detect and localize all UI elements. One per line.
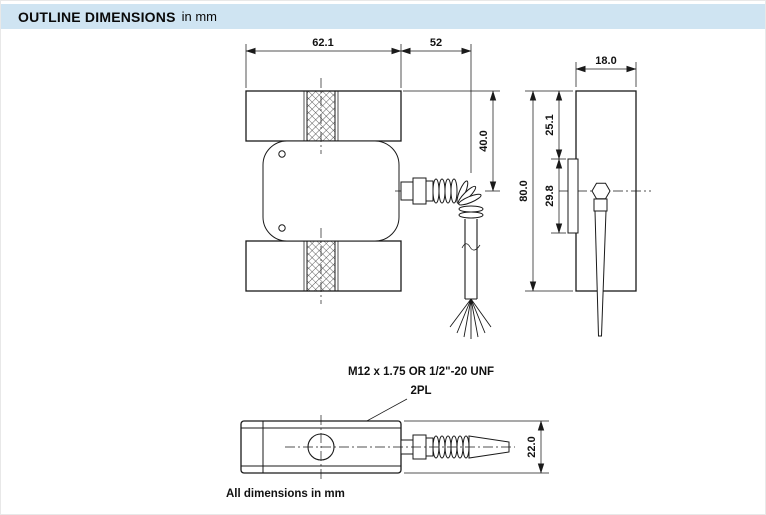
side-view: 18.0 80.0 25.1 29.8 xyxy=(518,55,651,337)
dim-top-to-bracket-label: 25.1 xyxy=(544,114,556,135)
dim-bracket-height-label: 29.8 xyxy=(544,185,556,206)
dim-thickness-label: 18.0 xyxy=(595,55,616,67)
section-title: OUTLINE DIMENSIONS xyxy=(18,8,176,25)
cable-boot xyxy=(593,198,608,212)
cable-corrugation xyxy=(432,178,440,204)
section-units-note: in mm xyxy=(181,9,217,24)
technical-drawing: 62.1 52 40.0 18.0 xyxy=(226,37,651,500)
cable-frayed-wires xyxy=(449,298,492,339)
front-view: 62.1 52 40.0 xyxy=(245,37,500,339)
cable-corrugation xyxy=(444,178,452,204)
cable-corrugation xyxy=(438,178,446,204)
cover-screw-top xyxy=(278,150,286,158)
dim-cable-offset-label: 40.0 xyxy=(478,130,490,151)
cable-corrugation xyxy=(458,211,484,219)
thread-callout-label: M12 x 1.75 OR 1/2"-20 UNF xyxy=(348,366,494,378)
dim-body-height-label: 22.0 xyxy=(526,436,538,457)
cable-break-symbol xyxy=(461,243,481,251)
front-dimensions: 62.1 52 40.0 xyxy=(245,37,500,192)
cable-corrugation xyxy=(458,193,482,206)
cable-jacket xyxy=(464,219,478,300)
top-view: M12 x 1.75 OR 1/2"-20 UNF 2PL xyxy=(240,366,549,479)
front-threaded-holes xyxy=(303,78,339,304)
side-dimensions: 18.0 80.0 25.1 29.8 xyxy=(518,55,637,292)
side-bracket-plate xyxy=(567,158,579,234)
thread-places-label: 2PL xyxy=(410,385,431,397)
top-dimensions: 22.0 xyxy=(404,420,549,474)
dim-overall-height-label: 80.0 xyxy=(518,180,530,201)
cover-screw-bottom xyxy=(278,224,286,232)
cable-gland-neck xyxy=(400,181,414,201)
dimensions-note: All dimensions in mm xyxy=(226,488,345,500)
cable-corrugation xyxy=(458,205,484,213)
cable-corrugation xyxy=(450,178,458,204)
gland-nut-hex xyxy=(591,182,611,200)
cable-gland-collar xyxy=(425,180,434,202)
cable-gland-nut xyxy=(412,177,427,205)
dim-body-width-label: 62.1 xyxy=(312,37,333,49)
dim-cable-length-label: 52 xyxy=(430,37,442,49)
section-header-bar: OUTLINE DIMENSIONS in mm xyxy=(1,4,765,29)
front-cable xyxy=(395,177,492,339)
side-cable xyxy=(594,210,607,337)
